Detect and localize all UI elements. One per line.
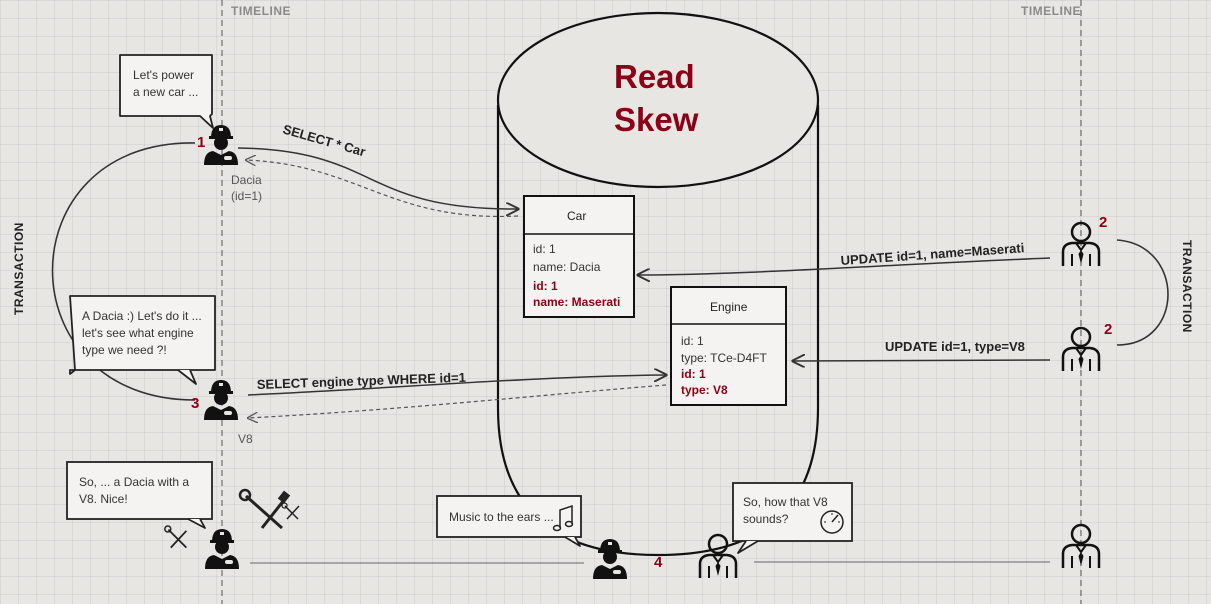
timeline-left-label: TIMELINE (231, 4, 291, 18)
engine-table-title: Engine (710, 300, 748, 314)
bubble-text: A Dacia :) Let's do it ... (82, 309, 202, 323)
label-select-car: SELECT * Car (281, 121, 367, 159)
car-row-name: name: Dacia (533, 260, 601, 274)
timeline-right: TIMELINE (1021, 0, 1082, 604)
database-cylinder (496, 11, 820, 557)
step-3: 3 (191, 395, 199, 412)
bubble-text: So, ... a Dacia with a (79, 475, 189, 489)
gauge-icon (820, 510, 844, 534)
bubble-text: V8. Nice! (79, 492, 128, 506)
transaction-right-label: TRANSACTION (1180, 240, 1194, 333)
manager-icon (698, 533, 738, 580)
bubble-text: type we need ?! (82, 343, 167, 357)
timeline-left: TIMELINE (221, 0, 291, 604)
car-row-id: id: 1 (533, 242, 556, 256)
transaction-left-label: TRANSACTION (12, 222, 26, 315)
speech-bubble-music: Music to the ears ... (436, 495, 582, 547)
speech-bubble-dacia-v8: So, ... a Dacia with a V8. Nice! (66, 461, 213, 529)
speech-bubble-how-sounds: So, how that V8 sounds? (732, 482, 853, 554)
arrow-select-car-result (246, 160, 519, 218)
step-4: 4 (654, 554, 663, 571)
step-2-engine: 2 (1104, 321, 1112, 338)
arrow-update-engine (793, 360, 1051, 361)
mechanic-icon (593, 539, 627, 579)
car-updated-row-name: name: Maserati (533, 295, 620, 309)
label-update-engine: UPDATE id=1, type=V8 (885, 339, 1025, 354)
arrow-select-car (237, 147, 518, 209)
label-select-engine: SELECT engine type WHERE id=1 (257, 370, 467, 392)
bubble-text: So, how that V8 (743, 495, 828, 509)
mechanic-icon (204, 125, 238, 165)
title-line-2: Skew (614, 101, 699, 138)
bubble-text: a new car ... (133, 85, 198, 99)
engine-row-type: type: TCe-D4FT (681, 351, 767, 365)
bubble-text: let's see what engine (82, 326, 194, 340)
tools-icon (281, 502, 300, 520)
tools-icon (164, 525, 188, 549)
car-table-title: Car (567, 209, 586, 223)
arrow-select-engine (247, 375, 666, 396)
bubble-text: Music to the ears ... (449, 510, 554, 524)
mechanic-icon (204, 380, 238, 420)
result-dacia-id: (id=1) (231, 189, 262, 203)
transaction-right-arc (1116, 239, 1169, 346)
tools-icon (238, 488, 291, 530)
bubble-text: sounds? (743, 512, 789, 526)
arrow-select-engine-result (248, 384, 667, 418)
arrow-update-car (638, 257, 1051, 275)
music-note-icon (552, 504, 574, 532)
bubble-text: Let's power (133, 68, 194, 82)
engine-updated-row-id: id: 1 (681, 367, 706, 381)
title-line-1: Read (614, 58, 695, 95)
speech-bubble-power-car: Let's power a new car ... (119, 54, 214, 129)
timeline-right-label: TIMELINE (1021, 4, 1081, 18)
mechanic-icon (205, 529, 239, 569)
result-dacia: Dacia (231, 173, 262, 187)
car-table: Car id: 1 name: Dacia id: 1 name: Masera… (523, 195, 635, 318)
transaction-left-arc (51, 142, 196, 401)
step-1: 1 (197, 134, 205, 151)
car-updated-row-id: id: 1 (533, 279, 558, 293)
engine-row-id: id: 1 (681, 334, 704, 348)
engine-updated-row-type: type: V8 (681, 383, 728, 397)
engine-table: Engine id: 1 type: TCe-D4FT id: 1 type: … (670, 286, 787, 406)
result-v8: V8 (238, 432, 253, 446)
speech-bubble-dacia-engine: A Dacia :) Let's do it ... let's see wha… (69, 295, 216, 385)
step-2-car: 2 (1099, 214, 1107, 231)
